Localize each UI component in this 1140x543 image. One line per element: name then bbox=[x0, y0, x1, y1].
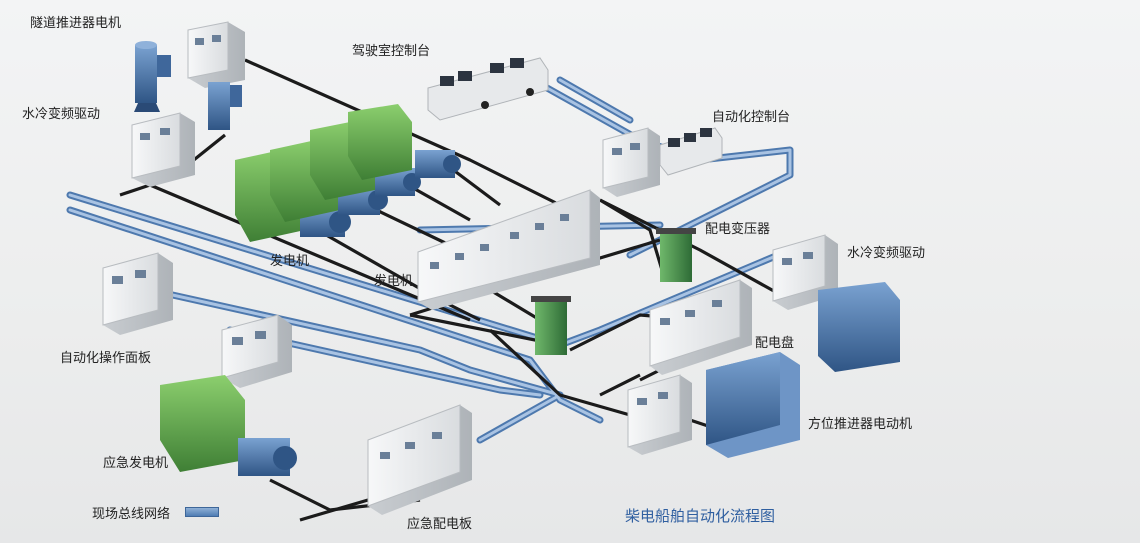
label-azimuth-thruster-motor: 方位推进器电动机 bbox=[808, 417, 913, 432]
cabinet-mid-left bbox=[221, 314, 292, 388]
cabinet-tunnel-vfd bbox=[187, 21, 245, 88]
generator-sets bbox=[160, 104, 461, 476]
cabinet-water-cooled-vfd-right bbox=[772, 234, 838, 310]
vfd-motor-right bbox=[818, 282, 900, 372]
cabinet-automation-operator-panel bbox=[102, 252, 173, 335]
cabinet-switchboard bbox=[649, 279, 752, 375]
gen-set-4 bbox=[348, 104, 461, 180]
label-automation-console: 自动化控制台 bbox=[712, 110, 791, 125]
label-emergency-switchboard: 应急配电板 bbox=[407, 517, 473, 532]
label-generator-left: 发电机 bbox=[270, 254, 310, 269]
label-water-cooled-vfd-right: 水冷变频驱动 bbox=[847, 246, 926, 261]
bridge-console bbox=[427, 57, 549, 121]
transformers bbox=[531, 228, 696, 355]
label-generator-center: 发电机 bbox=[374, 274, 414, 289]
label-switchboard: 配电盘 bbox=[755, 336, 795, 351]
cabinet-automation-console bbox=[602, 127, 660, 197]
label-tunnel-thruster-motor: 隧道推进器电机 bbox=[30, 16, 122, 31]
vertical-motor-mid bbox=[208, 82, 242, 130]
automation-console bbox=[659, 127, 723, 176]
label-emergency-generator: 应急发电机 bbox=[103, 456, 169, 471]
label-bridge-console: 驾驶室控制台 bbox=[352, 44, 431, 59]
label-water-cooled-vfd-left: 水冷变频驱动 bbox=[22, 107, 101, 122]
cabinet-emergency-switchboard bbox=[367, 404, 472, 515]
azimuth-thruster-motor bbox=[706, 352, 800, 458]
legend-fieldbus-swatch bbox=[185, 507, 219, 517]
cabinet-main-switchboard bbox=[417, 189, 600, 310]
legend-label: 现场总线网络 bbox=[92, 507, 171, 522]
label-automation-operator-panel: 自动化操作面板 bbox=[60, 351, 152, 366]
label-distribution-transformer: 配电变压器 bbox=[705, 222, 771, 237]
cabinet-water-cooled-vfd-left bbox=[131, 112, 195, 187]
cabinet-lower-right bbox=[627, 374, 692, 455]
tunnel-thruster-motor bbox=[134, 41, 171, 112]
diagram-title: 柴电船舶自动化流程图 bbox=[625, 507, 776, 525]
emergency-gen-set bbox=[160, 375, 297, 476]
